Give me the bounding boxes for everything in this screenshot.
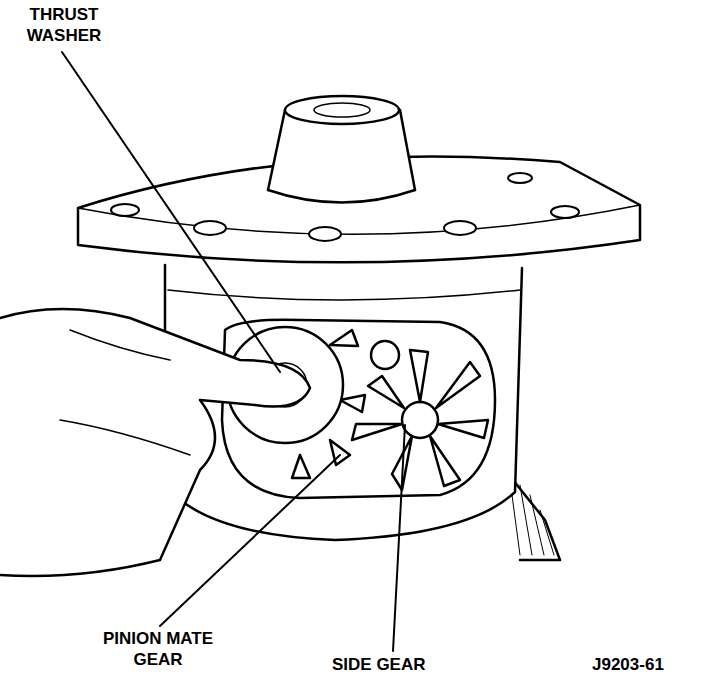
part-label: PINION MATE GEAR [100, 628, 216, 670]
leader-line [393, 425, 405, 651]
fixture-hatch [510, 480, 554, 555]
hub-bore [314, 103, 370, 117]
hub-base [268, 190, 415, 203]
part-label: SIDE GEAR [330, 654, 428, 675]
side-gear [352, 341, 488, 490]
case-edge [168, 290, 520, 300]
part-label: THRUST WASHER [8, 4, 120, 46]
leader-line [160, 455, 340, 626]
flange-edge [78, 205, 640, 234]
leader-line [62, 52, 280, 372]
finger-crease [70, 330, 170, 360]
hub-top [285, 96, 399, 124]
finger-crease [60, 420, 190, 455]
figure-number: J9203-61 [590, 654, 666, 675]
